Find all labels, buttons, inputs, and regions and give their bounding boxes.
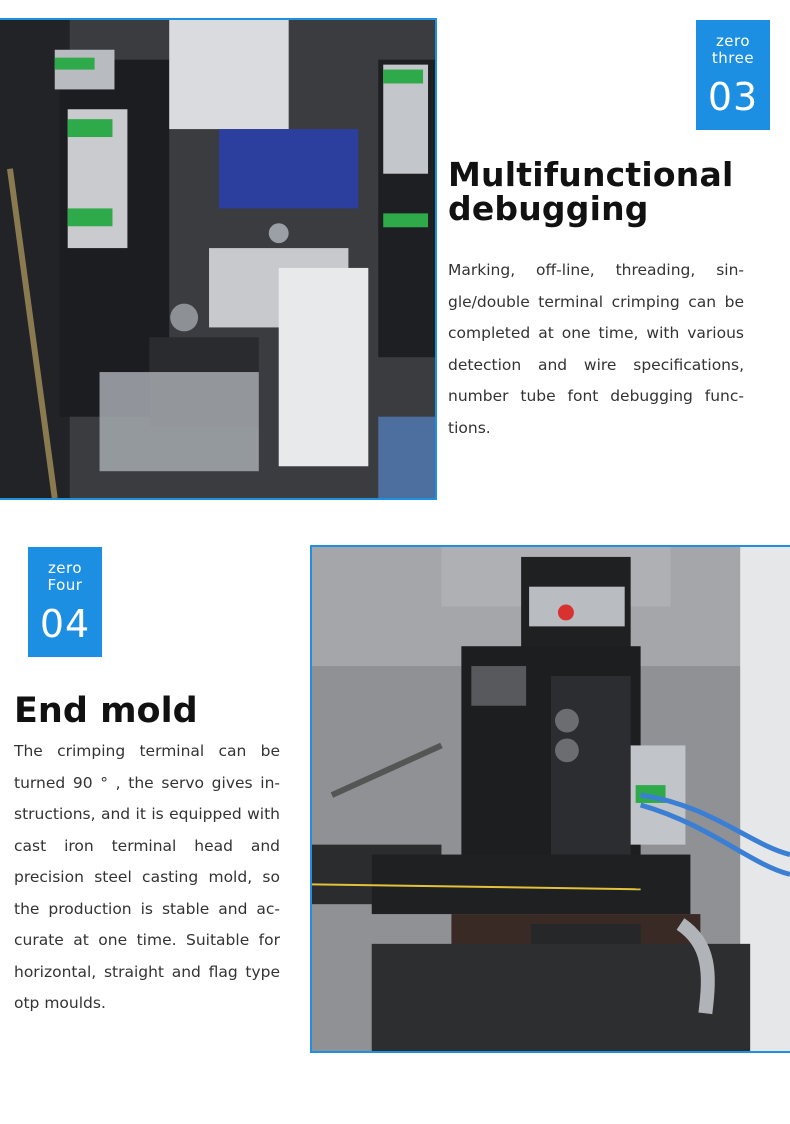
badge-word-three: three — [711, 49, 755, 67]
section-03-title: Multifunctional debugging — [448, 158, 778, 226]
section-03-description: Marking, off-line, threading, sin-gle/do… — [448, 261, 744, 437]
badge-number: 04 — [39, 602, 91, 646]
badge-word-zero: zero — [715, 32, 751, 50]
section-04-badge: zero Four 04 — [28, 547, 102, 657]
section-03-badge: zero three 03 — [696, 20, 770, 130]
badge-word-zero: zero — [47, 559, 83, 577]
machine-photo-debugging — [0, 18, 437, 500]
title-line-1: Multifunctional — [448, 155, 734, 194]
machine-photo-end-mold — [310, 545, 790, 1053]
section-04-description: The crimping terminal can be turned 90 °… — [14, 742, 280, 1012]
badge-number: 03 — [707, 75, 759, 119]
section-04-title: End mold — [14, 691, 198, 731]
title-line-2: debugging — [448, 189, 649, 228]
badge-word-four: Four — [47, 576, 83, 594]
